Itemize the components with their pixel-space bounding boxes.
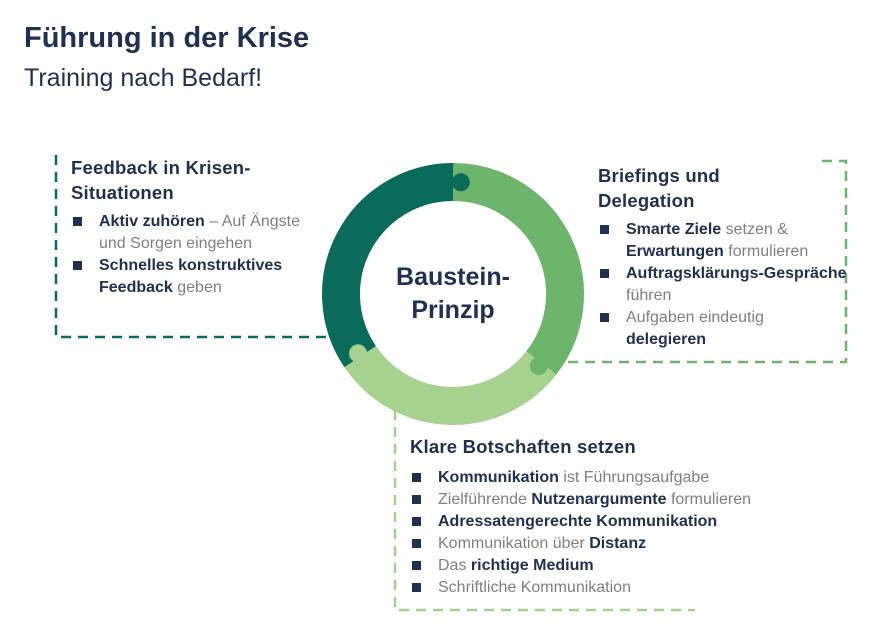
list-item: Das richtige Medium (410, 555, 830, 577)
left-title: Feedback in Krisen-Situationen (71, 157, 251, 203)
puzzle-ring (322, 163, 584, 425)
page-title: Führung in der Krise (24, 22, 310, 54)
text: – Auf Ängste und Sorgen eingehen (99, 213, 300, 252)
bold-text: Distanz (589, 535, 647, 552)
puzzle-knob (349, 344, 368, 363)
list-item: Aufgaben eindeutig delegieren (598, 307, 848, 351)
bold-text: Adressatengerechte Kommunikation (438, 513, 718, 530)
page-subtitle: Training nach Bedarf! (24, 64, 263, 92)
list-item: Zielführende Nutzenargumente formulieren (410, 489, 830, 511)
bottom-block: Klare Botschaften setzen Kommunikation i… (410, 434, 830, 599)
text: Kommunikation über (438, 535, 590, 552)
text: Aufgaben eindeutig (626, 309, 764, 326)
ring-segment-briefings (452, 163, 584, 375)
text: Das (438, 557, 471, 574)
list-item: Auftragsklärungs-Gespräche führen (598, 263, 848, 307)
left-list: Aktiv zuhören – Auf Ängste und Sorgen ei… (71, 211, 331, 299)
ring-segment-botschaften (344, 345, 557, 425)
list-item: Aktiv zuhören – Auf Ängste und Sorgen ei… (71, 211, 331, 255)
right-list: Smarte Ziele setzen & Erwartungen formul… (598, 219, 848, 351)
center-label: Baustein- Prinzip (396, 261, 510, 327)
right-box-border (560, 159, 848, 364)
bold-text: Erwartungen (626, 243, 724, 260)
bottom-box-border (393, 410, 695, 612)
text: setzen & (721, 221, 788, 238)
text: Zielführende (438, 491, 532, 508)
center-line-2: Prinzip (411, 296, 495, 324)
bold-text: Auftragsklärungs-Gespräche (626, 265, 847, 282)
bold-text: Nutzenargumente (531, 491, 667, 508)
bold-text: Kommunikation (438, 469, 559, 486)
text: ist Führungsaufgabe (558, 469, 710, 486)
puzzle-knob (451, 173, 470, 192)
text: formulieren (666, 491, 751, 508)
left-block: Feedback in Krisen-Situationen Aktiv zuh… (71, 155, 331, 299)
text: geben (172, 279, 222, 296)
list-item: Schnelles konstruktives Feedback geben (71, 255, 331, 299)
bold-text: Schnelles konstruktives Feedback (99, 257, 283, 296)
text: formulieren (723, 243, 809, 260)
list-item: Schriftliche Kommunikation (410, 577, 830, 599)
list-item: Smarte Ziele setzen & Erwartungen formul… (598, 219, 848, 263)
list-item: Kommunikation ist Führungsaufgabe (410, 467, 830, 489)
bold-text: Smarte Ziele (626, 221, 722, 238)
puzzle-knob (529, 356, 548, 375)
center-line-1: Baustein- (396, 263, 510, 291)
bold-text: richtige Medium (470, 557, 594, 574)
left-box-border (54, 155, 330, 339)
bold-text: delegieren (626, 331, 707, 348)
list-item: Kommunikation über Distanz (410, 533, 830, 555)
text: führen (626, 287, 672, 304)
text: Schriftliche Kommunikation (438, 579, 631, 596)
list-item: Adressatengerechte Kommunikation (410, 511, 830, 533)
ring-segment-feedback (322, 163, 454, 368)
bold-text: Aktiv zuhören (99, 213, 205, 230)
bottom-title: Klare Botschaften setzen (410, 436, 636, 457)
